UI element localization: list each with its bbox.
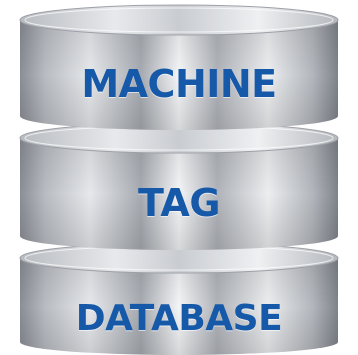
machine-layer-label: MACHINE xyxy=(81,62,277,106)
database-layer-label: DATABASE xyxy=(75,298,283,339)
tag-layer-label: TAG xyxy=(137,181,221,225)
machine-layer-disk xyxy=(19,4,339,130)
tag-layer-disk xyxy=(19,122,339,250)
database-layer-disk xyxy=(19,242,339,355)
